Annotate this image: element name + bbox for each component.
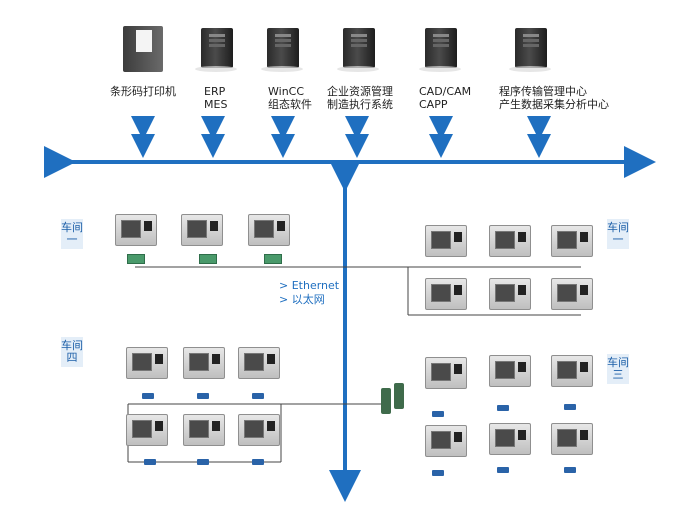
barcode-printer-icon	[123, 26, 163, 72]
machining-center-icon	[551, 355, 593, 387]
data-module-icon	[252, 393, 264, 399]
enterprise-line2: 制造执行系统	[327, 98, 393, 111]
data-module-icon	[432, 411, 444, 417]
data-module-icon	[564, 467, 576, 473]
gateway-icon	[394, 383, 404, 409]
cnc-machine-icon	[248, 214, 290, 246]
workshop-left-bottom-tag: 车间四	[61, 337, 83, 367]
workshop-left-top-tag: 车间一	[61, 219, 83, 249]
cnc-machine-icon	[183, 347, 225, 379]
ethernet-line2: > 以太网	[279, 293, 325, 306]
data-module-icon	[197, 393, 209, 399]
cnc-machine-icon	[115, 214, 157, 246]
cnc-machine-icon	[181, 214, 223, 246]
cnc-machine-icon	[489, 225, 531, 257]
cnc-machine-icon	[126, 347, 168, 379]
wincc-server-icon	[261, 28, 303, 72]
cnc-machine-icon	[551, 225, 593, 257]
cnc-machine-icon	[425, 225, 467, 257]
enterprise-line1: 企业资源管理	[327, 85, 393, 98]
enterprise-server-icon	[337, 28, 379, 72]
data-module-icon	[142, 393, 154, 399]
cnc-machine-icon	[238, 414, 280, 446]
cad-line2: CAPP	[419, 98, 448, 111]
io-board-icon	[199, 254, 217, 264]
erp-line1: ERP	[204, 85, 226, 98]
printer-label: 条形码打印机	[110, 85, 176, 98]
cnc-machine-icon	[425, 278, 467, 310]
machining-center-icon	[425, 425, 467, 457]
erp-line2: MES	[204, 98, 228, 111]
ethernet-line1: > Ethernet	[279, 279, 340, 292]
center-line1: 程序传输管理中心	[499, 85, 587, 98]
cnc-machine-icon	[126, 414, 168, 446]
data-module-icon	[252, 459, 264, 465]
machining-center-icon	[489, 423, 531, 455]
io-board-icon	[127, 254, 145, 264]
erp-label: ERP MES	[204, 85, 227, 111]
cad-label: CAD/CAM CAPP	[419, 85, 471, 111]
data-module-icon	[497, 467, 509, 473]
cnc-machine-icon	[551, 278, 593, 310]
erp-server-icon	[195, 28, 237, 72]
workshop-right-bottom-tag: 车间三	[607, 354, 629, 384]
data-module-icon	[497, 405, 509, 411]
center-server-icon	[509, 28, 551, 72]
gateway-icon	[381, 388, 391, 414]
cnc-machine-icon	[183, 414, 225, 446]
center-line2: 产生数据采集分析中心	[499, 98, 609, 111]
ethernet-label: > Ethernet > 以太网	[279, 279, 339, 307]
wincc-label: WinCC 组态软件	[268, 85, 312, 111]
machining-center-icon	[551, 423, 593, 455]
cnc-machine-icon	[489, 278, 531, 310]
cnc-machine-icon	[238, 347, 280, 379]
data-module-icon	[564, 404, 576, 410]
cad-server-icon	[419, 28, 461, 72]
center-label: 程序传输管理中心 产生数据采集分析中心	[499, 85, 609, 111]
data-module-icon	[144, 459, 156, 465]
machining-center-icon	[425, 357, 467, 389]
cad-line1: CAD/CAM	[419, 85, 472, 98]
data-module-icon	[197, 459, 209, 465]
wincc-line2: 组态软件	[268, 98, 312, 111]
enterprise-label: 企业资源管理 制造执行系统	[327, 85, 393, 111]
wincc-line1: WinCC	[268, 85, 305, 98]
machining-center-icon	[489, 355, 531, 387]
data-module-icon	[432, 470, 444, 476]
io-board-icon	[264, 254, 282, 264]
workshop-right-top-tag: 车间一	[607, 219, 629, 249]
